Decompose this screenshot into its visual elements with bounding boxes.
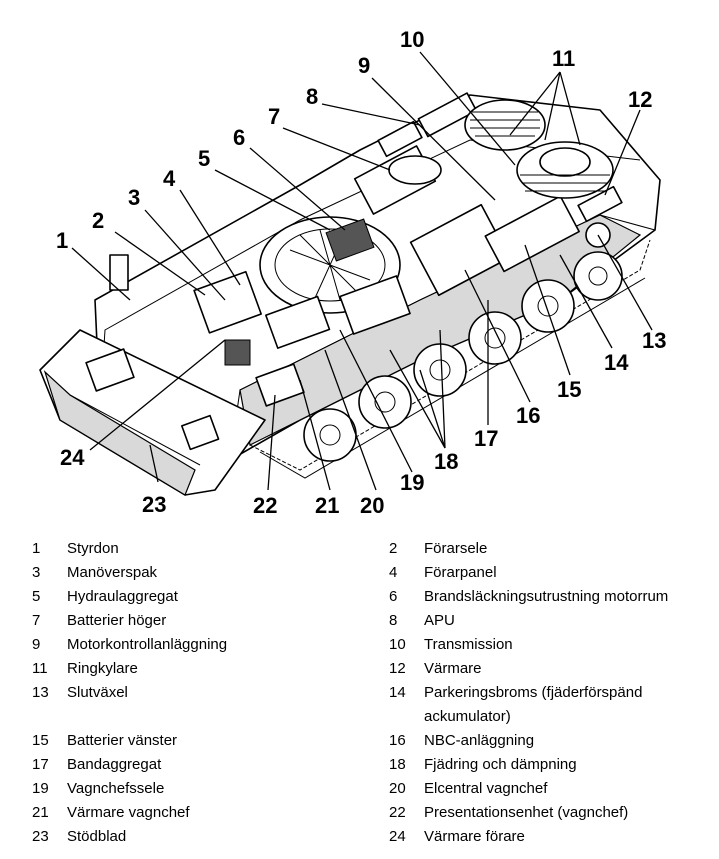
legend-number: 23 [32, 828, 49, 845]
legend-number: 1 [32, 540, 41, 557]
legend-text: Parkeringsbroms (fjäderförspänd [424, 684, 643, 701]
callout-15: 15 [557, 377, 581, 402]
legend-text: Stödblad [67, 828, 127, 845]
legend-number: 24 [389, 828, 406, 845]
callout-1: 1 [56, 228, 68, 253]
callout-3: 3 [128, 185, 140, 210]
legend-number: 10 [389, 636, 406, 653]
legend-text: Värmare [424, 660, 482, 677]
legend-number: 12 [389, 660, 406, 677]
legend-text: NBC-anläggning [424, 732, 535, 749]
callout-2: 2 [92, 208, 104, 233]
callout-5: 5 [198, 146, 210, 171]
callout-21: 21 [315, 493, 339, 518]
callout-23: 23 [142, 492, 166, 517]
legend-text: Manöverspak [67, 564, 158, 581]
callout-17: 17 [474, 426, 498, 451]
legend-number: 3 [32, 564, 41, 581]
legend-number: 4 [389, 564, 398, 581]
legend-text: Hydraulaggregat [67, 588, 178, 605]
callout-19: 19 [400, 470, 424, 495]
callout-leaders [71, 51, 653, 491]
legend-text: Styrdon [67, 540, 119, 557]
callout-10: 10 [400, 27, 424, 52]
legend-text: APU [424, 612, 455, 629]
legend-text-continued: ackumulator) [424, 708, 511, 725]
legend-number: 16 [389, 732, 406, 749]
legend-number: 8 [389, 612, 398, 629]
track-assembly [249, 239, 651, 479]
legend-number: 21 [32, 804, 49, 821]
legend-text: Batterier vänster [67, 732, 178, 749]
callout-16: 16 [516, 403, 540, 428]
callout-12: 12 [628, 87, 652, 112]
legend-number: 5 [32, 588, 41, 605]
callout-20: 20 [360, 493, 384, 518]
legend-number: 13 [32, 684, 49, 701]
legend-text: Brandsläckningsutrustning motorrum [424, 588, 669, 605]
legend-number: 19 [32, 780, 49, 797]
legend-number: 9 [32, 636, 41, 653]
legend-text: Elcentral vagnchef [424, 780, 548, 797]
legend-text: Bandaggregat [67, 756, 162, 773]
legend-text: Värmare vagnchef [67, 804, 190, 821]
legend-text: Förarpanel [424, 564, 497, 581]
callout-18: 18 [434, 449, 458, 474]
engine-components [85, 92, 623, 451]
legend-number: 2 [389, 540, 398, 557]
legend-text: Slutväxel [67, 684, 128, 701]
legend-number: 7 [32, 612, 41, 629]
legend-number: 15 [32, 732, 49, 749]
callout-11: 11 [552, 46, 575, 71]
callout-9: 9 [358, 53, 370, 78]
legend-text: Ringkylare [67, 660, 138, 677]
legend-text: Transmission [424, 636, 513, 653]
callout-4: 4 [163, 166, 176, 191]
callout-labels: 1 2 3 4 5 6 7 8 9 10 11 12 13 14 15 16 1… [56, 27, 666, 518]
callout-8: 8 [306, 84, 318, 109]
legend-text: Vagnchefssele [67, 780, 165, 797]
legend-number: 6 [389, 588, 398, 605]
legend-number: 17 [32, 756, 49, 773]
callout-14: 14 [604, 350, 629, 375]
parts-legend: 1 Styrdon 2 Förarsele 3 Manöverspak 4 Förarpane… [0, 537, 719, 857]
legend-text: Presentationsenhet (vagnchef) [424, 804, 629, 821]
legend-number: 20 [389, 780, 406, 797]
legend-number: 11 [32, 660, 48, 677]
legend-number: 14 [389, 684, 406, 701]
vehicle-cutaway-diagram: 1 2 3 4 5 6 7 8 9 10 11 12 13 14 15 16 1… [39, 27, 666, 518]
legend-text: Förarsele [424, 540, 488, 557]
callout-6: 6 [233, 125, 245, 150]
callout-7: 7 [268, 104, 280, 129]
legend-text: Fjädring och dämpning [424, 756, 577, 773]
callout-24: 24 [60, 445, 85, 470]
legend-text: Motorkontrollanläggning [67, 636, 228, 653]
legend-number: 22 [389, 804, 406, 821]
callout-22: 22 [253, 493, 277, 518]
legend-text: Batterier höger [67, 612, 167, 629]
callout-13: 13 [642, 328, 666, 353]
legend-text: Värmare förare [424, 828, 525, 845]
legend-number: 18 [389, 756, 406, 773]
